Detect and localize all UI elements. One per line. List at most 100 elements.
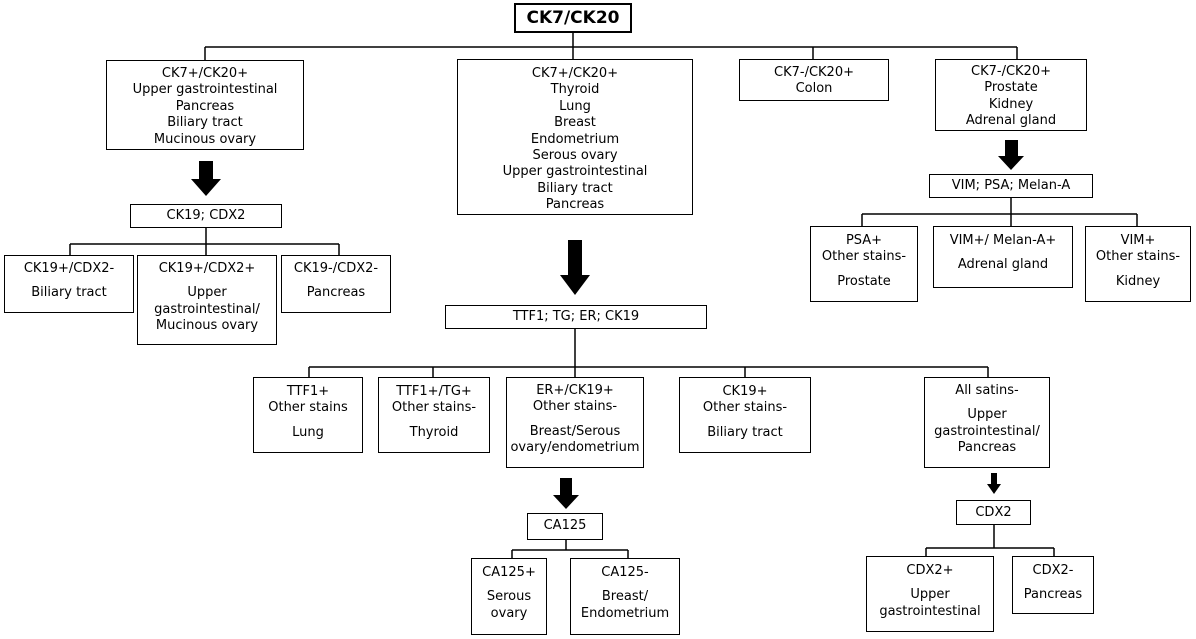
box-line: Mucinous ovary <box>153 131 257 147</box>
box-line: TTF1+/TG+ <box>396 384 472 399</box>
box-all-stains-neg: All satins- Upper gastrointestinal/ Panc… <box>924 377 1050 468</box>
box-line: VIM+/ Melan-A+ <box>949 233 1057 248</box>
box-line: CK19+ <box>722 384 768 399</box>
box-line <box>5 277 133 285</box>
box-line <box>867 579 993 587</box>
box-cdx2-pos: CDX2+ Upper gastrointestinal <box>866 556 994 632</box>
box-ttf1-tg-er-ck19-panel: TTF1; TG; ER; CK19 <box>445 305 707 329</box>
box-psa-pos: PSA+ Other stains- Prostate <box>810 226 918 302</box>
box-line: gastrointestinal/ <box>934 423 1040 439</box>
box-ck7neg-ck20pos-colon: CK7-/CK20+ Colon <box>739 59 889 101</box>
box-line: Pancreas <box>957 440 1017 456</box>
box-ttf1-pos: TTF1+ Other stains Lung <box>253 377 363 453</box>
box-line: Kidney <box>1115 273 1161 289</box>
box-line <box>379 417 489 425</box>
box-cdx2-neg: CDX2- Pancreas <box>1012 556 1094 614</box>
box-line <box>282 277 390 285</box>
box-line: Mucinous ovary <box>155 318 259 334</box>
box-line: Breast/ <box>601 589 649 605</box>
box-line: Thyroid <box>550 82 600 98</box>
box-ttf1-tg-pos: TTF1+/TG+ Other stains- Thyroid <box>378 377 490 453</box>
box-line: Pancreas <box>1023 587 1083 603</box>
box-line <box>811 266 917 274</box>
box-ca125-pos: CA125+ Serous ovary <box>471 558 547 635</box>
down-arrow-icon <box>987 473 1001 494</box>
box-ck19pos-cdx2pos: CK19+/CDX2+ Upper gastrointestinal/ Muci… <box>137 255 277 345</box>
box-line: Lung <box>559 98 591 114</box>
box-line: CDX2+ <box>906 563 954 578</box>
box-line: TTF1; TG; ER; CK19 <box>512 309 640 324</box>
box-line: Prostate <box>984 80 1038 96</box>
box-vim-psa-melan-panel: VIM; PSA; Melan-A <box>929 174 1093 198</box>
box-line <box>571 581 679 589</box>
box-line: Thyroid <box>409 424 459 440</box>
box-line: CK19+/CDX2- <box>23 261 115 276</box>
box-line: CA125 <box>543 518 587 533</box>
box-er-ck19-pos: ER+/CK19+ Other stains- Breast/Serous ov… <box>506 377 644 468</box>
box-line <box>138 277 276 285</box>
box-line: CK7-/CK20+ <box>971 64 1051 79</box>
box-line: Other stains- <box>702 400 788 416</box>
down-arrow-icon <box>553 478 579 509</box>
box-line: Other stains <box>268 400 348 416</box>
box-vim-pos: VIM+ Other stains- Kidney <box>1085 226 1191 302</box>
box-line: Pancreas <box>175 98 235 114</box>
root-box-ck7-ck20: CK7/CK20 <box>514 3 632 33</box>
box-line: Upper gastrointestinal <box>132 82 278 98</box>
box-line: CDX2 <box>975 505 1012 520</box>
box-line: ovary/endometrium <box>510 440 640 456</box>
box-line: Biliary tract <box>31 285 107 301</box>
box-line: CA125- <box>601 565 649 580</box>
box-line: Adrenal gland <box>957 257 1049 273</box>
box-line <box>1086 266 1190 274</box>
root-title: CK7/CK20 <box>526 8 620 28</box>
box-ck19pos-cdx2neg: CK19+/CDX2- Biliary tract <box>4 255 134 313</box>
box-line: Upper <box>910 587 950 603</box>
box-line: Upper gastrointestinal <box>502 164 648 180</box>
box-ca125-panel: CA125 <box>527 513 603 540</box>
box-line: Other stains- <box>532 399 618 415</box>
box-line: gastrointestinal <box>879 603 981 619</box>
box-line: Biliary tract <box>167 115 243 131</box>
box-ck7pos-ck20pos-left: CK7+/CK20+ Upper gastrointestinal Pancre… <box>106 60 304 150</box>
box-line: Prostate <box>837 273 891 289</box>
box-line: Endometrium <box>530 131 620 147</box>
box-line: Colon <box>795 81 833 97</box>
box-line: Other stains- <box>391 400 477 416</box>
box-line: CK19+/CDX2+ <box>158 261 256 276</box>
box-line <box>507 416 643 424</box>
box-ck7pos-ck20pos-middle: CK7+/CK20+ Thyroid Lung Breast Endometri… <box>457 59 693 215</box>
box-ck19neg-cdx2neg: CK19-/CDX2- Pancreas <box>281 255 391 313</box>
box-line: VIM; PSA; Melan-A <box>951 178 1071 193</box>
box-line: CA125+ <box>482 565 536 580</box>
box-line: CK7+/CK20+ <box>531 66 619 81</box>
box-cdx2-panel: CDX2 <box>956 500 1031 525</box>
box-line: Upper <box>967 407 1007 423</box>
box-line <box>1013 579 1093 587</box>
box-line: All satins- <box>955 383 1019 398</box>
box-ck7neg-ck20pos-right: CK7-/CK20+ Prostate Kidney Adrenal gland <box>935 59 1087 131</box>
box-line: Serous ovary <box>532 148 618 164</box>
box-line: Kidney <box>988 96 1034 112</box>
box-ck19-cdx2-panel: CK19; CDX2 <box>130 204 282 228</box>
down-arrow-icon <box>560 240 590 295</box>
box-line: VIM+ <box>1120 233 1156 248</box>
box-vim-melan-pos: VIM+/ Melan-A+ Adrenal gland <box>933 226 1073 288</box>
box-line: Pancreas <box>306 285 366 301</box>
box-line: ovary <box>490 605 528 621</box>
box-line: Adrenal gland <box>965 113 1057 129</box>
box-line: CK7+/CK20+ <box>161 66 249 81</box>
box-line: Biliary tract <box>707 424 783 440</box>
box-line: Endometrium <box>580 605 670 621</box>
box-line: CK19-/CDX2- <box>293 261 379 276</box>
box-line <box>472 581 546 589</box>
box-ck19-pos: CK19+ Other stains- Biliary tract <box>679 377 811 453</box>
box-line: Biliary tract <box>537 180 613 196</box>
box-line: Upper <box>187 285 227 301</box>
box-line: Other stains- <box>821 249 907 265</box>
box-line: TTF1+ <box>286 384 330 399</box>
box-line: CK19; CDX2 <box>166 208 246 223</box>
box-line: Pancreas <box>545 197 605 213</box>
box-line: ER+/CK19+ <box>536 383 614 398</box>
box-ca125-neg: CA125- Breast/ Endometrium <box>570 558 680 635</box>
